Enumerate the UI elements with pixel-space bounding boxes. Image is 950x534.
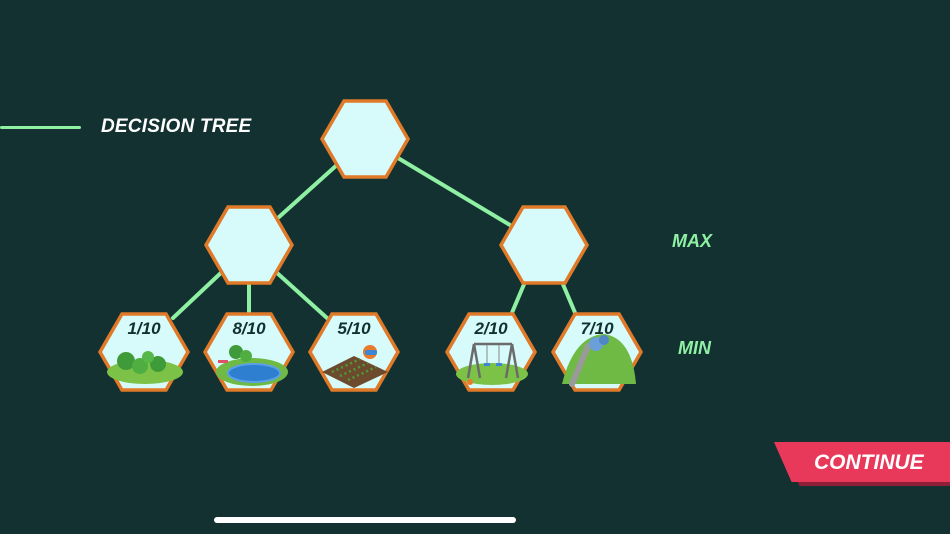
- leaf-node-2[interactable]: 8/10: [202, 312, 296, 392]
- edge-right-leaf5: [560, 280, 578, 317]
- continue-button-face: [774, 442, 950, 482]
- leaf-score-5: 7/10: [580, 319, 614, 338]
- root-node: [319, 99, 411, 179]
- edge-left-leaf3: [274, 270, 329, 320]
- title-accent-line: [0, 126, 81, 129]
- leaf-score-2: 8/10: [232, 319, 266, 338]
- continue-button-label: CONTINUE: [814, 451, 924, 474]
- leaf-node-4[interactable]: 2/10: [444, 312, 538, 392]
- leaf-score-1: 1/10: [127, 319, 161, 338]
- edge-root-right: [396, 156, 512, 227]
- leaf-node-1[interactable]: 1/10: [97, 312, 191, 392]
- edge-left-leaf1: [171, 268, 226, 320]
- max-node-left: [203, 205, 295, 285]
- leaf-score-4: 2/10: [473, 319, 508, 338]
- max-node-right: [498, 205, 590, 285]
- bushes-scene-icon: [107, 351, 183, 384]
- page-title: DECISION TREE: [101, 116, 252, 137]
- home-indicator[interactable]: [214, 517, 516, 523]
- edge-right-leaf4: [509, 280, 527, 317]
- max-level-label: MAX: [672, 231, 712, 251]
- swing-set-icon: [456, 342, 528, 385]
- leaf-score-3: 5/10: [337, 319, 371, 338]
- continue-button[interactable]: CONTINUE: [774, 442, 950, 486]
- edge-root-left: [277, 162, 340, 219]
- vegetable-garden-icon: [322, 345, 388, 388]
- slide-hill-icon: [562, 334, 636, 387]
- min-level-label: MIN: [678, 338, 711, 358]
- leaf-node-3[interactable]: 5/10: [307, 312, 401, 392]
- leaf-node-5[interactable]: 7/10: [550, 312, 644, 392]
- pond-scene-icon: [216, 345, 288, 386]
